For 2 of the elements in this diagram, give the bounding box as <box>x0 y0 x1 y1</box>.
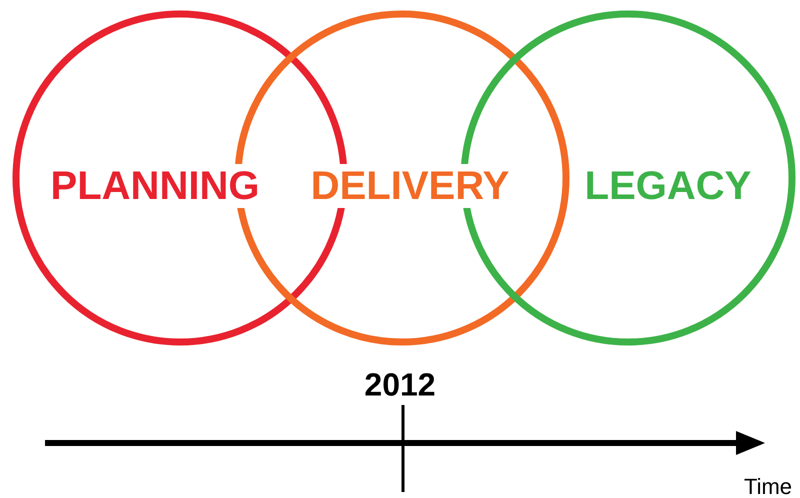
year-label: 2012 <box>364 366 436 404</box>
axis-label: Time <box>744 474 792 498</box>
